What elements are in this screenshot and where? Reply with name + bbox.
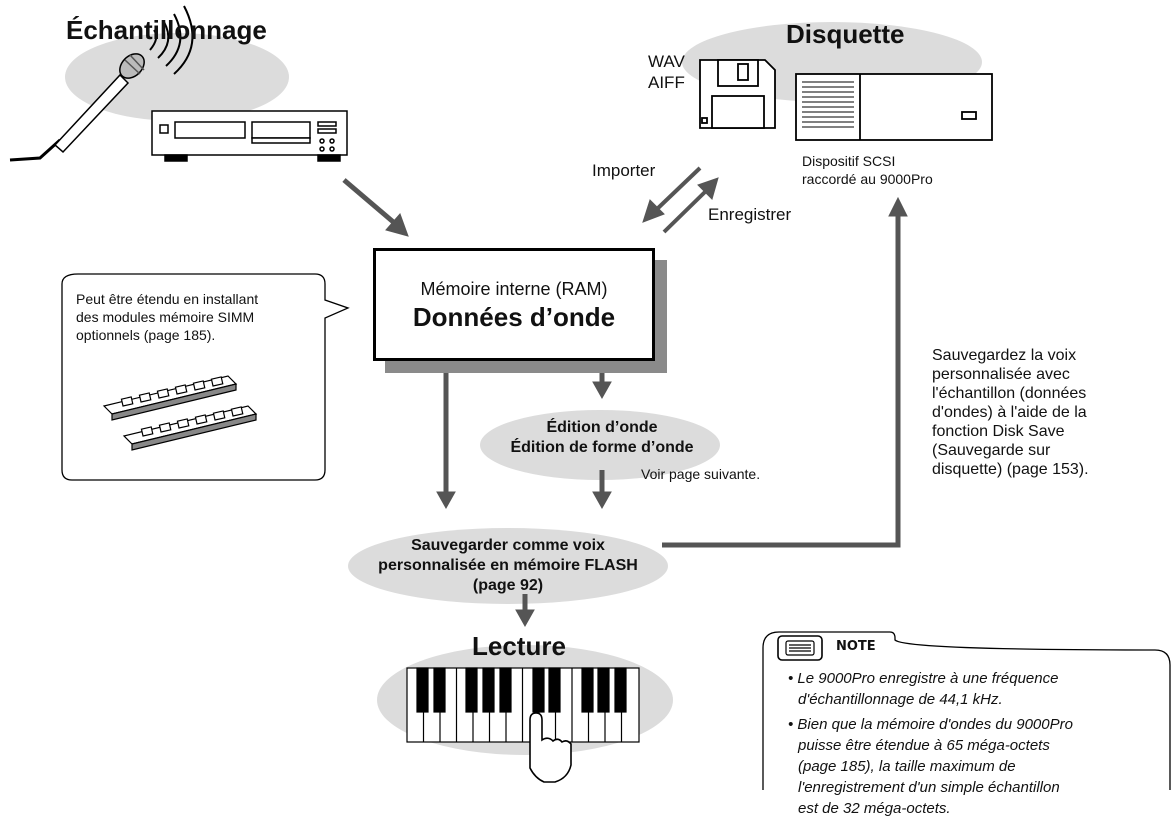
disk-save-note: Sauvegardez la voix personnalisée avec l…: [932, 347, 1089, 478]
floppy-title: Disquette: [786, 19, 905, 49]
import-label: Importer: [592, 161, 656, 180]
format-wav: WAV: [648, 52, 685, 71]
sampling-ellipse: [65, 33, 289, 121]
flow-arrows: [342, 166, 908, 628]
save-flash-label: Sauvegarder comme voix personnalisée en …: [378, 537, 638, 594]
diagram-canvas: [9, 5, 1171, 790]
note-label: NOTE: [836, 639, 876, 654]
wave-edit-label: Édition d’onde Édition de forme d’onde: [510, 419, 694, 456]
save-ellipse: [348, 528, 668, 604]
floppy-disk-icon: [699, 59, 776, 129]
keyboard-icon: [406, 667, 640, 743]
microphone-icon: [9, 53, 145, 162]
scsi-label: Dispositif SCSI raccordé au 9000Pro: [802, 153, 933, 187]
note-item-2: • Bien que la mémoire d'ondes du 9000Pro…: [788, 716, 1073, 817]
sampler-device-icon: [151, 110, 348, 162]
see-next-page: Voir page suivante.: [641, 466, 761, 482]
scsi-drive-icon: [795, 73, 993, 141]
playback-title: Lecture: [472, 631, 566, 661]
format-aiff: AIFF: [648, 73, 685, 92]
memory-label: Mémoire interne (RAM): [420, 279, 608, 299]
simm-note-text: Peut être étendu en installant des modul…: [76, 291, 259, 343]
simm-callout: [61, 273, 350, 481]
note-item-1: • Le 9000Pro enregistre à une fréquence …: [788, 670, 1059, 708]
simm-modules-icon: [102, 375, 258, 451]
wave-data-label: Données d’onde: [412, 302, 616, 332]
editing-ellipse: [480, 410, 720, 480]
save-label: Enregistrer: [708, 205, 792, 224]
keyboard-note-icon: [785, 640, 815, 656]
internal-memory-box: Mémoire interne (RAM) Données d’onde: [373, 248, 655, 361]
pointing-hand-icon: [529, 712, 572, 783]
sound-waves-icon: [149, 5, 194, 75]
sampling-title: Échantillonnage: [66, 15, 267, 45]
